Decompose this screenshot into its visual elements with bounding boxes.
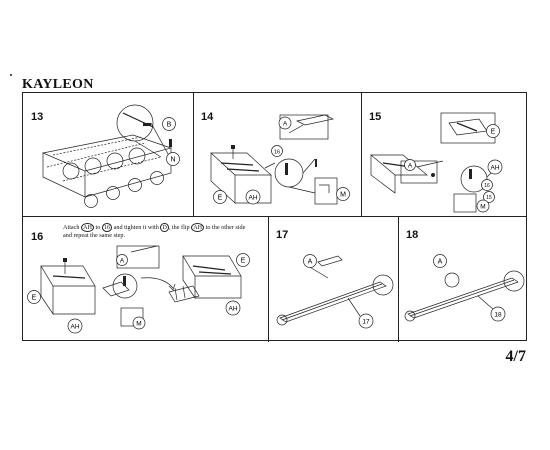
instr-text: to the other side	[205, 224, 246, 231]
step-16-instruction: Attach AH to 16 and tighten it with D, t…	[63, 223, 246, 240]
label-ah: AH	[248, 195, 257, 202]
label-17: 17	[362, 319, 370, 326]
instr-ref-ah: AH	[81, 223, 94, 232]
step-16-panel: 16 Attach AH to 16 and tighten it with D…	[23, 216, 268, 342]
divider-14-15	[361, 93, 362, 216]
page-number: 4/7	[505, 348, 526, 365]
label-ah: AH	[490, 165, 499, 172]
label-15: 15	[486, 195, 492, 201]
callout-15	[483, 191, 495, 203]
label-b: B	[167, 122, 172, 129]
callout-a	[278, 116, 292, 130]
step-14-drawing: A 16 E AH M	[210, 114, 350, 205]
label-16: 16	[484, 183, 490, 189]
label-a: A	[308, 259, 313, 266]
label-18: 18	[494, 312, 502, 319]
instr-ref-ah: AH	[191, 223, 205, 232]
step-16-number: 16	[31, 231, 44, 243]
step-13-drawing: B N	[41, 104, 180, 208]
step-16-drawing: A E AH E AH M	[27, 245, 250, 334]
instr-text: and tighten it with	[113, 224, 159, 231]
divider-13-14	[193, 93, 194, 216]
stray-mark	[10, 74, 12, 76]
callout-n	[166, 152, 180, 166]
step-15-drawing: A E AH 16 15 M	[370, 112, 503, 213]
step-15-number: 15	[369, 111, 382, 123]
callout-ah	[245, 189, 261, 205]
label-n: N	[170, 157, 175, 164]
callout-ah	[67, 318, 83, 334]
instr-text: to	[95, 224, 101, 231]
callout-e	[213, 190, 227, 204]
instr-text: and repeat the same step.	[63, 232, 126, 239]
step-17-number: 17	[276, 229, 289, 241]
label-e: E	[241, 258, 246, 265]
step-18-drawing: A 18	[404, 254, 525, 322]
callout-a	[404, 159, 416, 171]
label-ah: AH	[228, 306, 237, 313]
instr-text: Attach	[63, 224, 80, 231]
label-a: A	[120, 258, 125, 265]
callout-ah	[225, 300, 241, 316]
callout-e	[486, 124, 500, 138]
callout-17	[358, 313, 374, 329]
label-m: M	[340, 192, 346, 199]
step-17-drawing: A 17	[276, 254, 394, 329]
callout-m	[132, 316, 146, 330]
label-m: M	[480, 204, 485, 211]
label-a: A	[408, 163, 413, 170]
callout-b	[162, 117, 176, 131]
instr-ref-d: D	[160, 223, 169, 232]
callout-a	[433, 254, 447, 268]
step-13-number: 13	[31, 111, 44, 123]
step-14-panel: 14	[193, 93, 361, 216]
label-e: E	[491, 129, 496, 136]
callout-m	[336, 187, 350, 201]
divider-16-17	[268, 216, 269, 342]
instr-ref-16: 16	[101, 223, 113, 232]
row-divider	[23, 216, 526, 217]
step-17-panel: 17 A 17	[268, 216, 398, 342]
label-e: E	[218, 195, 223, 202]
instr-text: , the flip	[168, 224, 190, 231]
callout-ah	[487, 159, 503, 175]
callout-16	[481, 179, 493, 191]
callout-e	[236, 253, 250, 267]
callout-m	[476, 199, 490, 213]
label-16: 16	[274, 150, 280, 156]
step-18-number: 18	[406, 229, 419, 241]
step-15-panel: 15	[361, 93, 528, 216]
step-14-number: 14	[201, 111, 214, 123]
callout-e	[27, 290, 41, 304]
step-13-panel: 13	[23, 93, 193, 216]
divider-17-18	[398, 216, 399, 342]
label-e: E	[32, 295, 37, 302]
callout-18	[490, 306, 506, 322]
callout-a	[116, 254, 128, 266]
label-a: A	[283, 121, 288, 128]
callout-16	[271, 145, 283, 157]
label-a: A	[438, 259, 443, 266]
callout-a	[303, 254, 317, 268]
screw-icon	[143, 123, 151, 126]
step-18-panel: 18 A 18	[398, 216, 528, 342]
product-title: KAYLEON	[22, 77, 94, 92]
label-m: M	[136, 321, 141, 328]
instruction-frame: 13	[22, 92, 528, 342]
label-ah: AH	[70, 324, 79, 331]
